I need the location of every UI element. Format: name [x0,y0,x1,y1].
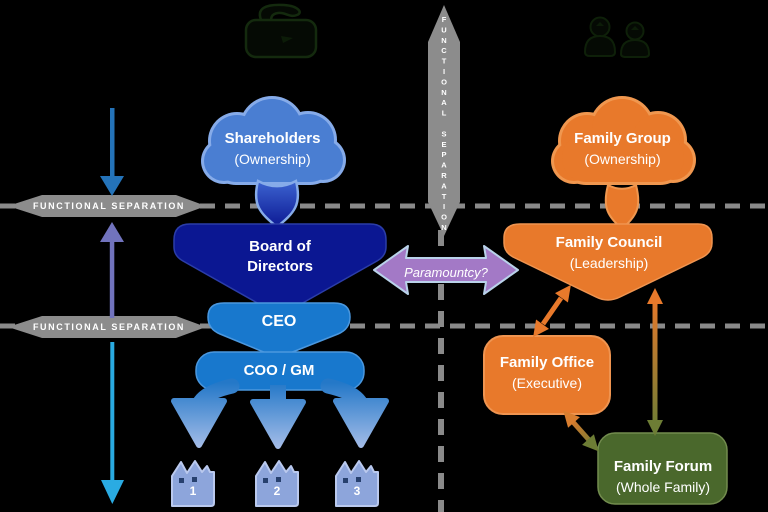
separator-label-shapes [8,195,206,338]
vertical-axis-label: FUNCTIONAL SEPARATION [439,14,449,234]
business-unit-1-label: 1 [189,484,197,498]
coo-gm-shape [171,351,389,449]
family-group-cloud [551,96,696,231]
functional-separation-label-2: FUNCTIONAL SEPARATION [32,322,186,332]
factory-icon-2 [255,460,299,507]
business-unit-2-label: 2 [273,484,281,498]
briefcase-icon [244,3,318,59]
shareholders-cloud [201,96,346,229]
blue-down-arrow [100,108,124,196]
family-forum-shape [597,432,728,505]
purple-up-arrow [100,222,124,318]
council-forum-arrow [647,288,663,436]
vertical-separation-arrow [428,5,460,236]
paramountcy-arrow [373,245,519,295]
family-icon [584,16,650,58]
ceo-shape [207,302,351,357]
factory-icon-1 [171,460,215,507]
cyan-down-arrow [101,342,124,504]
office-forum-arrow [563,410,599,452]
council-office-arrow [533,284,571,338]
business-unit-3-label: 3 [353,484,361,498]
shareholders-to-board-arrow [254,179,300,229]
board-of-directors-shape [173,223,387,314]
family-council-shape [503,223,713,301]
business-unit-icons [171,460,379,507]
factory-icon-3 [335,460,379,507]
family-group-to-council-arrow [604,183,640,231]
functional-separation-label-1: FUNCTIONAL SEPARATION [32,201,186,211]
family-office-shape [483,335,611,415]
